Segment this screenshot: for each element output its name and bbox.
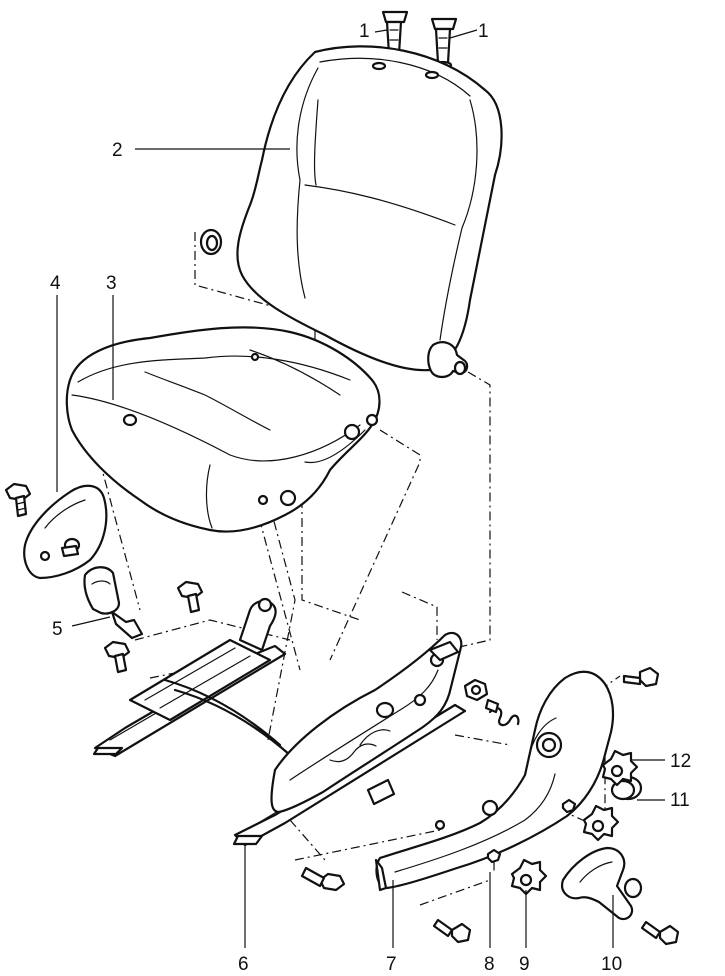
callout-7: 7 (386, 954, 397, 975)
bolt-c (103, 640, 131, 674)
seat-back (236, 45, 503, 379)
star-knob-upper (582, 804, 620, 842)
bolt-d (300, 866, 346, 892)
callout-6: 6 (238, 954, 249, 975)
callout-2: 2 (112, 140, 123, 161)
screw-lower-right (640, 920, 680, 946)
bolt-a (4, 482, 32, 518)
screw-small-b (561, 798, 577, 814)
star-knob-12 (601, 749, 639, 787)
bolt-b (176, 580, 204, 614)
callout-5: 5 (52, 619, 63, 640)
callout-3: 3 (106, 273, 117, 294)
callout-1b: 1 (478, 21, 489, 42)
callout-12: 12 (670, 751, 691, 772)
callout-9: 9 (519, 954, 530, 975)
callout-1a: 1 (359, 21, 370, 42)
callout-4: 4 (50, 273, 61, 294)
callout-11: 11 (670, 790, 690, 811)
screw-top-right (622, 666, 660, 688)
clip-ring (199, 228, 223, 256)
outer-side-cover (374, 670, 615, 892)
callout-10: 10 (601, 954, 622, 975)
seat-cushion (65, 326, 381, 533)
seat-frame (92, 597, 467, 847)
side-cover (23, 484, 108, 580)
callout-labels: 1 1 2 3 4 5 6 7 8 9 10 11 12 (50, 21, 691, 975)
spring-nut (463, 678, 520, 727)
lever-knob (83, 566, 144, 640)
star-knob-9 (510, 858, 548, 896)
callout-8: 8 (484, 954, 495, 975)
screw-small (486, 848, 502, 871)
screw-lower-left (432, 918, 472, 944)
recline-lever (561, 846, 643, 921)
leader-lines (56, 29, 665, 948)
